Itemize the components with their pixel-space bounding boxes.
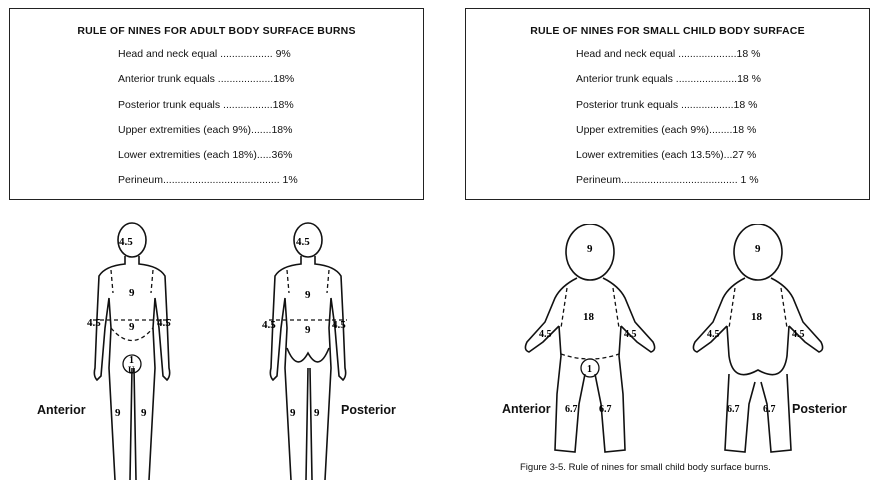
- adult-back-left-arm-value: 4.5: [262, 319, 276, 331]
- child-front-left-leg-value: 6.7: [565, 404, 578, 415]
- child-front-trunk-value: 18: [583, 311, 595, 323]
- child-rule-table: RULE OF NINES FOR SMALL CHILD BODY SURFA…: [465, 8, 870, 200]
- adult-table-title: RULE OF NINES FOR ADULT BODY SURFACE BUR…: [10, 25, 423, 37]
- child-back-right-leg-value: 6.7: [763, 404, 776, 415]
- child-back-right-arm-value: 4.5: [792, 329, 805, 340]
- adult-front-abdomen-value: 9: [129, 321, 135, 333]
- child-row-text: Lower extremities (each 13.5%)...27 %: [576, 149, 756, 161]
- adult-row-text: Perineum................................…: [118, 174, 298, 186]
- child-row: Lower extremities (each 13.5%)...27 %: [576, 149, 761, 174]
- child-back-left-leg-value: 6.7: [727, 404, 740, 415]
- adult-row: Anterior trunk equals ..................…: [118, 73, 298, 98]
- adult-row-text: Posterior trunk equals .................…: [118, 99, 294, 111]
- adult-front-perineum-sub: U: [128, 365, 135, 375]
- child-row-text: Anterior trunk equals ..................…: [576, 73, 761, 85]
- adult-rows: Head and neck equal .................. 9…: [118, 48, 298, 200]
- child-row-text: Perineum................................…: [576, 174, 759, 186]
- adult-row-text: Upper extremities (each 9%).......18%: [118, 124, 293, 136]
- adult-front-chest-value: 9: [129, 287, 135, 299]
- child-back-trunk-value: 18: [751, 311, 763, 323]
- adult-row-text: Head and neck equal .................. 9…: [118, 48, 291, 60]
- adult-back-head-value: 4.5: [296, 236, 310, 248]
- adult-front-right-leg-value: 9: [141, 407, 147, 419]
- child-front-left-arm-value: 4.5: [539, 329, 552, 340]
- adult-row: Upper extremities (each 9%).......18%: [118, 124, 298, 149]
- child-anterior-label: Anterior: [502, 402, 551, 416]
- child-row: Anterior trunk equals ..................…: [576, 73, 761, 98]
- child-back-left-arm-value: 4.5: [707, 329, 720, 340]
- adult-posterior-label: Posterior: [341, 403, 396, 417]
- adult-front-right-arm-value: 4.5: [157, 317, 171, 329]
- adult-anterior-label: Anterior: [37, 403, 86, 417]
- adult-row: Perineum................................…: [118, 174, 298, 199]
- child-back-head-value: 9: [755, 243, 761, 255]
- child-row-text: Posterior trunk equals .................…: [576, 99, 758, 111]
- adult-back-right-arm-value: 4.5: [332, 319, 346, 331]
- child-posterior-figure: 9 18 4.5 4.5 6.7 6.7: [683, 224, 833, 456]
- adult-back-right-leg-value: 9: [314, 407, 320, 419]
- adult-rule-table: RULE OF NINES FOR ADULT BODY SURFACE BUR…: [9, 8, 424, 200]
- child-table-title: RULE OF NINES FOR SMALL CHILD BODY SURFA…: [466, 25, 869, 37]
- adult-row: Lower extremities (each 18%).....36%: [118, 149, 298, 174]
- adult-row: Head and neck equal .................. 9…: [118, 48, 298, 73]
- child-row-text: Head and neck equal ....................…: [576, 48, 760, 60]
- adult-back-upper-value: 9: [305, 289, 311, 301]
- child-row: Perineum................................…: [576, 174, 761, 199]
- adult-front-left-leg-value: 9: [115, 407, 121, 419]
- adult-posterior-figure: 4.5 9 9 4.5 4.5 9 9: [248, 218, 373, 480]
- child-front-right-arm-value: 4.5: [624, 329, 637, 340]
- child-front-right-leg-value: 6.7: [599, 404, 612, 415]
- adult-front-left-arm-value: 4.5: [87, 317, 101, 329]
- child-row: Head and neck equal ....................…: [576, 48, 761, 73]
- child-anterior-figure: 9 18 4.5 4.5 1 6.7 6.7: [515, 224, 660, 456]
- child-front-perineum-value: 1: [587, 364, 592, 375]
- adult-row: Posterior trunk equals .................…: [118, 99, 298, 124]
- child-posterior-label: Posterior: [792, 402, 847, 416]
- child-row-text: Upper extremities (each 9%)........18 %: [576, 124, 756, 136]
- child-rows: Head and neck equal ....................…: [576, 48, 761, 200]
- child-row: Posterior trunk equals .................…: [576, 99, 761, 124]
- adult-row-text: Lower extremities (each 18%).....36%: [118, 149, 293, 161]
- child-row: Upper extremities (each 9%)........18 %: [576, 124, 761, 149]
- child-front-head-value: 9: [587, 243, 593, 255]
- adult-row-text: Anterior trunk equals ..................…: [118, 73, 294, 85]
- adult-back-lower-value: 9: [305, 324, 311, 336]
- figure-caption: Figure 3-5. Rule of nines for small chil…: [520, 462, 771, 473]
- adult-front-head-value: 4.5: [119, 236, 133, 248]
- adult-anterior-figure: 4.5 9 9 4.5 4.5 1 U 9 9: [75, 218, 200, 480]
- adult-back-left-leg-value: 9: [290, 407, 296, 419]
